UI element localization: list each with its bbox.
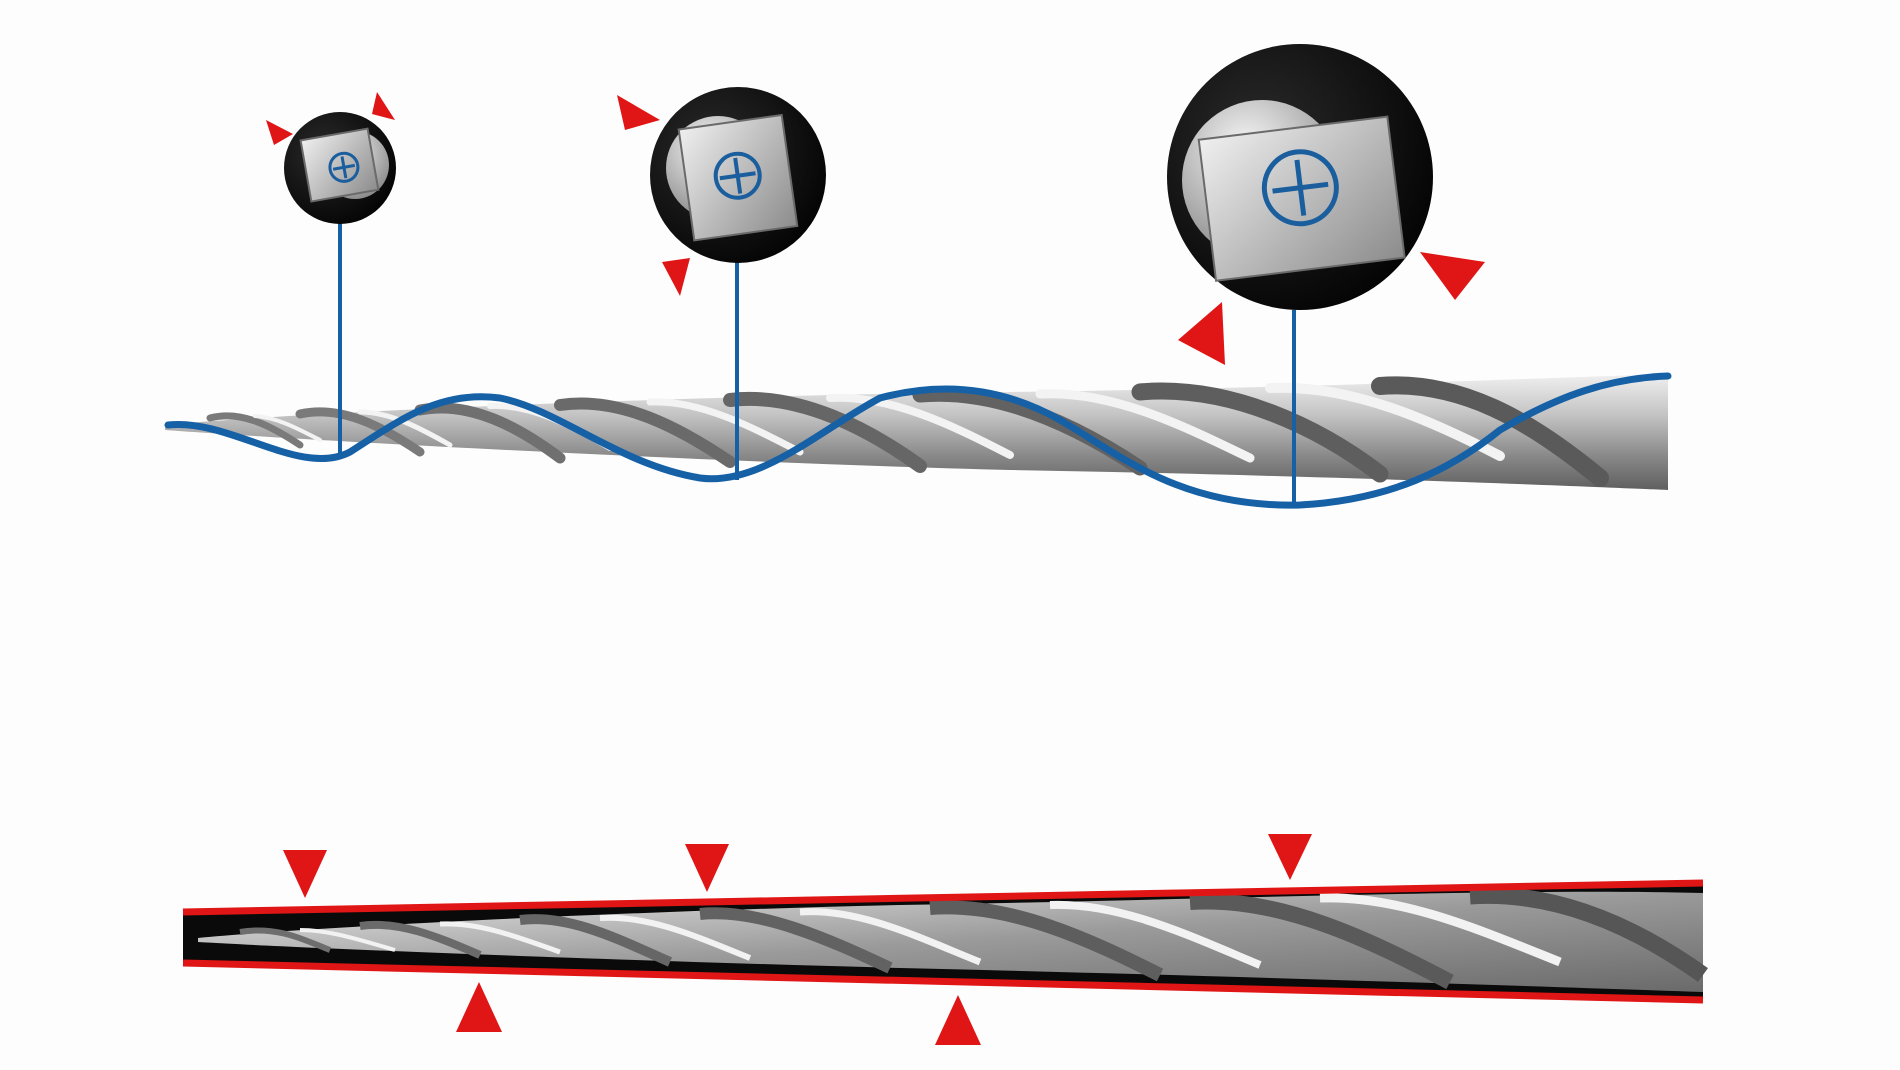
marker-arrow <box>1420 252 1485 300</box>
canal-wall-top <box>182 879 1704 916</box>
callout-cross-section-large <box>1167 44 1485 505</box>
top-marker-3 <box>1268 834 1312 880</box>
canal-wall-bottom <box>182 959 1704 1004</box>
callout-cross-section-medium <box>617 87 826 480</box>
callout-cross-section-small <box>266 92 396 455</box>
top-marker-2 <box>685 844 729 892</box>
square-cross-section-icon <box>1197 115 1406 282</box>
lower-canal-group <box>182 834 1708 1045</box>
lower-file-flutes <box>239 886 1708 990</box>
marker-arrow <box>662 258 690 296</box>
square-cross-section-icon <box>677 113 799 242</box>
marker-arrow <box>372 92 395 120</box>
bottom-marker-1 <box>456 982 502 1032</box>
upper-file-group <box>164 372 1672 509</box>
helix-line <box>164 372 1672 509</box>
bottom-marker-2 <box>935 995 981 1045</box>
marker-arrow <box>617 95 660 130</box>
upper-file-flutes <box>206 376 1609 487</box>
square-cross-section-icon <box>299 127 380 203</box>
marker-arrow <box>1178 302 1225 365</box>
marker-arrow <box>266 120 293 145</box>
top-marker-1 <box>283 850 327 898</box>
